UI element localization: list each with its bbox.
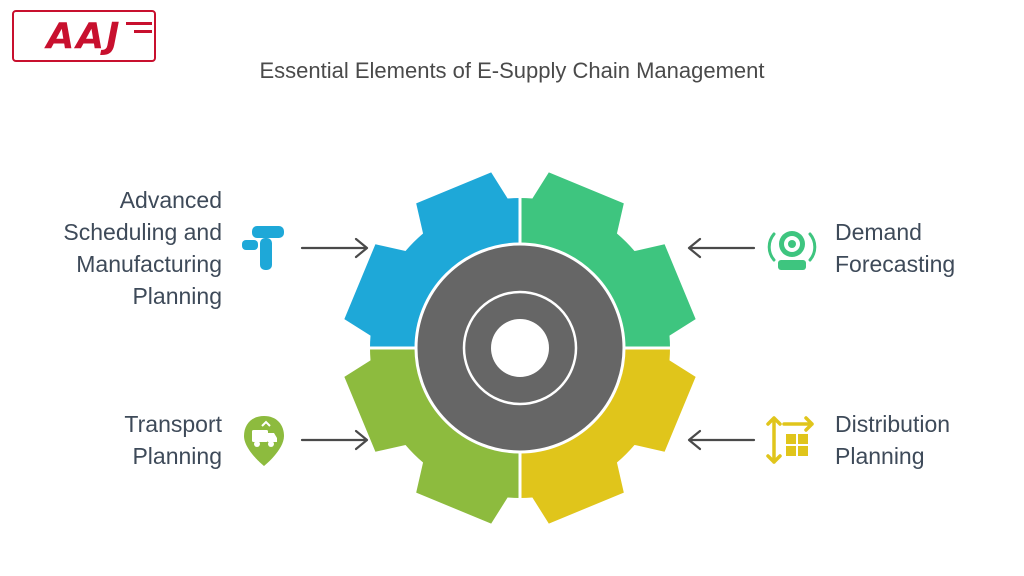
logo-stripe xyxy=(134,30,152,33)
app-blocks-icon xyxy=(242,226,284,270)
arrow-left xyxy=(687,429,756,451)
brand-logo: AAJ xyxy=(12,10,156,62)
gear-inner-ring xyxy=(462,290,578,406)
arrow-right xyxy=(300,429,369,451)
label-line: Demand xyxy=(835,219,922,245)
label-demand-forecasting: Demand Forecasting xyxy=(835,216,955,280)
forecast-eye-icon xyxy=(767,231,817,270)
arrow-right xyxy=(300,237,369,259)
label-line: Forecasting xyxy=(835,251,956,277)
label-advanced-scheduling: Advanced Scheduling and Manufacturing Pl… xyxy=(63,184,222,312)
label-transport-planning: Transport Planning xyxy=(124,408,222,472)
label-line: Planning xyxy=(132,443,222,469)
arrow-left xyxy=(687,237,756,259)
gear-center-hole xyxy=(491,319,549,377)
logo-text: AAJ xyxy=(46,15,122,57)
label-distribution-planning: Distribution Planning xyxy=(835,408,950,472)
gear-diagram xyxy=(340,168,700,528)
label-line: Scheduling and xyxy=(63,219,222,245)
distribution-arrows-icon xyxy=(766,416,814,464)
label-line: Advanced xyxy=(119,187,222,213)
page-title: Essential Elements of E-Supply Chain Man… xyxy=(259,58,765,83)
logo-stripe xyxy=(126,22,152,25)
truck-location-icon xyxy=(244,416,284,466)
label-line: Transport xyxy=(124,411,222,437)
label-line: Manufacturing xyxy=(76,251,222,277)
label-line: Distribution xyxy=(835,411,951,437)
label-line: Planning xyxy=(132,283,222,309)
label-line: Planning xyxy=(835,443,925,469)
